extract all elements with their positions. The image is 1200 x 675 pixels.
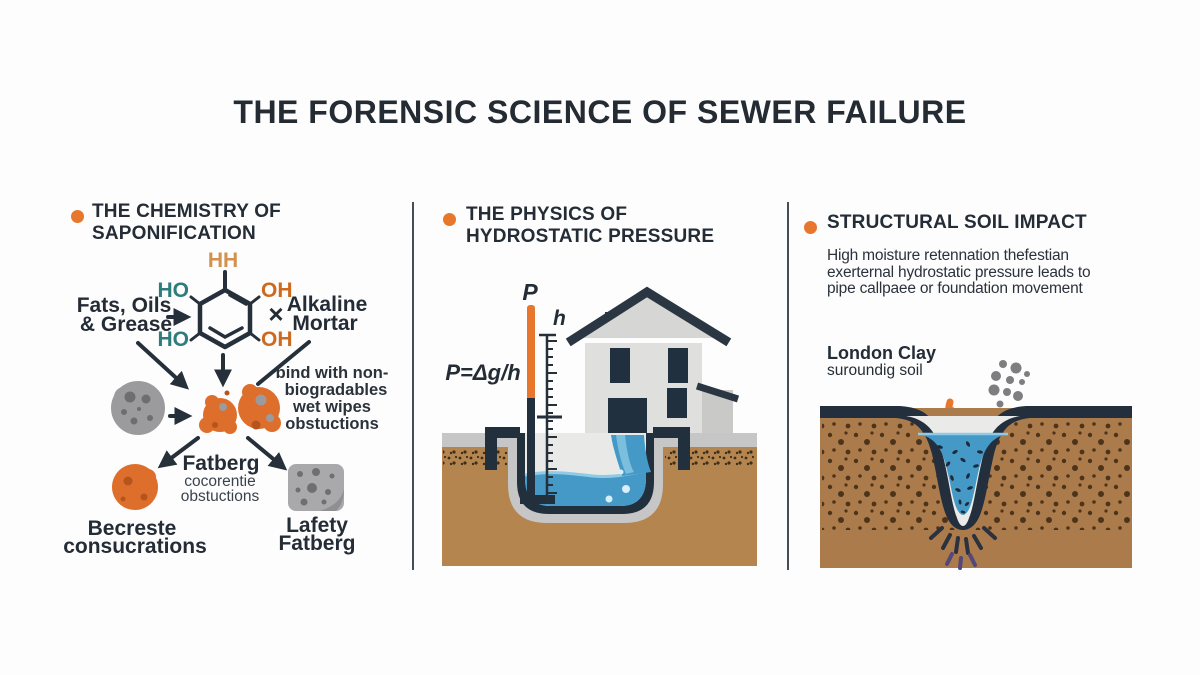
physics-heading-line2: HYDROSTATIC PRESSURE	[466, 226, 715, 247]
bind-note-line1: bind with non-	[276, 364, 389, 382]
structural-body-line2: exerternal hydrostatic pressure leads to	[827, 263, 1091, 281]
left-diagonal-arrow-icon	[136, 341, 189, 390]
mortar-label-line2: Mortar	[292, 312, 357, 335]
physics-bullet-icon	[443, 213, 456, 226]
triglyceride-molecule: HH HO OH HO OH	[158, 249, 293, 351]
right-result-line2: Fatberg	[278, 532, 355, 555]
mortar-label-line1: Alkaline	[287, 293, 368, 316]
clay-cross-section	[820, 406, 1132, 570]
chemistry-heading-line1: THE CHEMISTRY OF	[92, 201, 281, 222]
measuring-ruler	[537, 333, 562, 503]
concretion-blob	[112, 464, 158, 510]
molecule-top-label: HH	[208, 249, 238, 272]
physics-diagram: P h P=Δg/h	[442, 279, 757, 566]
chemistry-heading: THE CHEMISTRY OF SAPONIFICATION	[92, 201, 281, 245]
bind-note: bind with non- biogradables wet wipes ob…	[276, 364, 389, 433]
result-right-arrow-icon	[246, 436, 288, 471]
structural-bullet-icon	[804, 221, 817, 234]
page-title: THE FORENSIC SCIENCE OF SEWER FAILURE	[233, 94, 967, 130]
fatberg-label: Fatberg	[182, 452, 259, 475]
times-symbol: ×	[268, 299, 283, 329]
right-diagonal-line	[256, 340, 311, 386]
physics-heading: THE PHYSICS OF HYDROSTATIC PRESSURE	[466, 204, 714, 248]
chemistry-diagram: HH HO OH HO OH Fats, Oils & Grease × Alk…	[63, 249, 389, 558]
hydroxyl-bottom-left: HO	[158, 328, 190, 351]
pressure-label: P	[522, 279, 538, 305]
water-sediment	[937, 441, 983, 514]
hardened-fatberg-block	[288, 464, 344, 511]
reactant-label-line1: Fats, Oils	[77, 294, 172, 317]
hydroxyl-bottom-right: OH	[261, 328, 293, 351]
fatberg-sub-line2: obstuctions	[181, 488, 260, 505]
fatberg-sub-line1: cocorentie	[184, 473, 256, 490]
panel-divider-right	[787, 202, 789, 570]
bind-note-line4: obstuctions	[285, 415, 379, 433]
manometer: P	[520, 279, 555, 504]
bind-note-line3: wet wipes	[292, 398, 371, 416]
left-result-line2: consucrations	[63, 535, 207, 558]
pressure-formula: P=Δg/h	[445, 360, 520, 385]
reactant-label-line2: & Grease	[80, 313, 172, 336]
fatberg-blob	[199, 384, 281, 434]
structural-body-line3: pipe callpaee or foundation movement	[827, 280, 1083, 297]
clay-sublabel: suroundig soil	[827, 362, 923, 379]
height-label: h	[553, 307, 566, 330]
hydroxyl-top-right: OH	[261, 279, 293, 302]
left-result-line1: Becreste	[88, 517, 177, 540]
hydroxyl-top-left: HO	[158, 279, 190, 302]
clay-label: London Clay	[827, 343, 936, 363]
chemistry-heading-line2: SAPONIFICATION	[92, 223, 256, 244]
bind-note-line2: biogradables	[285, 381, 388, 399]
soil-particles-icon	[988, 360, 1030, 408]
water-stream	[605, 435, 651, 503]
structural-body-line1: High moisture retennation thefestian	[827, 247, 1069, 264]
structural-body: High moisture retennation thefestian exe…	[827, 247, 1139, 298]
house-illustration	[565, 286, 740, 435]
structural-diagram	[820, 360, 1132, 570]
structural-heading: STRUCTURAL SOIL IMPACT	[827, 212, 1087, 233]
pipe-collapse-debris	[929, 526, 997, 570]
panel-divider-left	[412, 202, 414, 570]
physics-heading-line1: THE PHYSICS OF	[466, 204, 628, 225]
result-left-arrow-icon	[157, 436, 200, 469]
right-result-line1: Lafety	[286, 514, 348, 537]
chemistry-bullet-icon	[71, 210, 84, 223]
debris-blob	[111, 381, 165, 435]
